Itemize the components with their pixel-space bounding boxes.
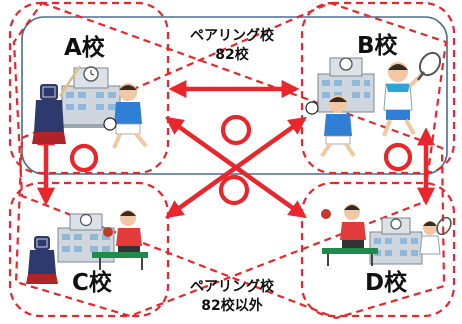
diagonal-dashed-band-2 (12, 1, 446, 320)
non-pairing-schools-label: ペアリング校 82校以外 (171, 278, 293, 316)
kendo-player-icon (32, 65, 82, 144)
school-b-dashed-box (300, 1, 456, 175)
school-b-label: B校 (357, 33, 398, 59)
soccer-player-icon (305, 95, 356, 158)
table-tennis-player-icon (321, 204, 378, 266)
school-a-label: A校 (64, 35, 105, 61)
tennis-player-icon (382, 51, 442, 137)
maru-circle-icon (383, 142, 413, 172)
non-pairing-schools-count: 82校以外 (201, 298, 263, 314)
school-building-icon (369, 217, 423, 265)
maru-circle-icon (69, 143, 99, 173)
school-c-illustration (26, 210, 148, 284)
tennis-player-icon (419, 216, 452, 255)
school-b-illustration (305, 51, 442, 158)
soccer-player-icon (103, 83, 148, 149)
school-a-dashed-box (8, 1, 170, 175)
non-pairing-schools-title: ペアリング校 (190, 279, 274, 295)
school-d-illustration (321, 204, 452, 266)
school-c-dashed-box (8, 181, 170, 318)
kendo-player-icon (26, 236, 58, 284)
pairing-schools-count: 82校 (215, 47, 249, 63)
pairing-schools-title: ペアリング校 (190, 28, 274, 44)
school-d-dashed-box (300, 181, 456, 318)
pairing-schools-label: ペアリング校 82校 (171, 27, 293, 65)
diagonal-dashed-band-1 (14, 1, 448, 318)
school-d-label: D校 (365, 270, 408, 296)
school-a-illustration (32, 65, 148, 149)
school-building-icon (58, 66, 124, 128)
table-tennis-player-icon (92, 210, 148, 270)
maru-circle-icon (220, 114, 252, 146)
arrow-b-c (165, 116, 307, 219)
school-c-label: C校 (72, 270, 112, 296)
maru-circle-icon (218, 174, 250, 206)
